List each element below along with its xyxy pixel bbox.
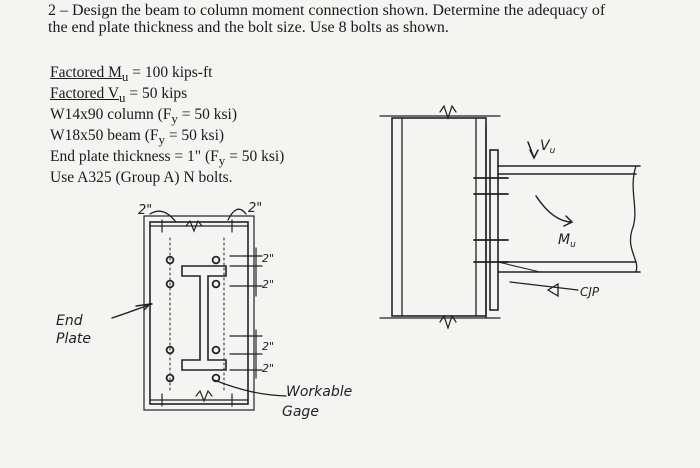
- end-plate-label-1: End: [56, 313, 83, 329]
- workable-gage-label-1: Workable: [286, 384, 352, 400]
- given-column: W14x90 column (Fy = 50 ksi): [50, 106, 237, 127]
- bolt: [165, 279, 175, 289]
- moment-label: Mu: [558, 232, 576, 250]
- given-moment: Factored Mu = 100 kips-ft: [50, 64, 213, 85]
- beam-elevation: [497, 165, 641, 273]
- given-bolts: Use A325 (Group A) N bolts.: [50, 169, 233, 187]
- bolt: [211, 255, 221, 265]
- end-plate-label-2: Plate: [56, 331, 91, 347]
- column-flange-outline: [391, 117, 487, 317]
- dim-2in-right: 2": [248, 201, 262, 216]
- bolt: [165, 345, 175, 355]
- dim-2in-top-2: 2": [262, 278, 274, 291]
- shear-arrow: [527, 141, 539, 160]
- moment-arrow: [535, 195, 574, 227]
- cjp-label: CJP: [580, 285, 600, 299]
- right-dim-ticks: [229, 255, 263, 371]
- bolt-group: [165, 255, 221, 383]
- workable-gage-label-2: Gage: [282, 404, 319, 420]
- bolt-lines: [473, 177, 509, 263]
- dim-2in-bottom-1: 2": [262, 340, 274, 353]
- problem-line-1: 2 – Design the beam to column moment con…: [48, 2, 606, 19]
- problem-statement: 2 – Design the beam to column moment con…: [48, 2, 688, 36]
- end-plate-elevation: [489, 149, 499, 311]
- gage-lines: [169, 237, 225, 393]
- given-shear: Factored Vu = 50 kips: [50, 85, 188, 106]
- bolt: [165, 373, 175, 383]
- end-plate-leader: [111, 303, 153, 319]
- beam-break-line: [629, 165, 638, 273]
- dim-2in-top-1: 2": [262, 252, 274, 265]
- problem-text-1: Design the beam to column moment connect…: [72, 2, 606, 19]
- dim-2in-left: 2": [138, 203, 152, 218]
- given-beam: W18x50 beam (Fy = 50 ksi): [50, 127, 225, 148]
- cjp-weld-symbol: [509, 281, 579, 298]
- bolt: [211, 373, 221, 383]
- dim-2in-bottom-2: 2": [262, 362, 274, 375]
- end-plate-outline: [149, 221, 249, 405]
- given-data: Factored Mu = 100 kips-ft Factored Vu = …: [50, 64, 284, 186]
- bolt: [211, 279, 221, 289]
- bottom-dim-line: [149, 389, 249, 403]
- given-plate: End plate thickness = 1" (Fy = 50 ksi): [50, 148, 285, 169]
- problem-line-2: the end plate thickness and the bolt siz…: [48, 19, 449, 36]
- beam-section-outline: [181, 265, 227, 371]
- problem-number: 2: [48, 2, 56, 19]
- workable-gage-leader: [213, 379, 287, 397]
- end-plate-outer: [143, 215, 255, 411]
- shear-label: Vu: [540, 138, 556, 156]
- bolt: [165, 255, 175, 265]
- bolt: [211, 345, 221, 355]
